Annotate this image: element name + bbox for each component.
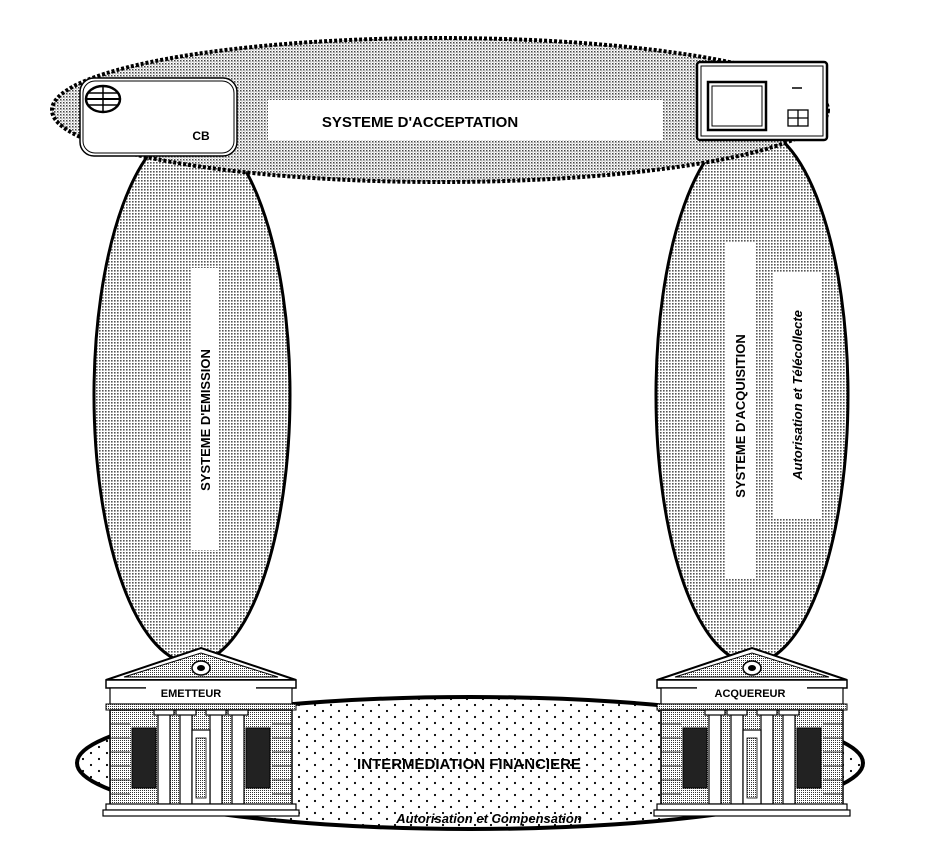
emission-label-box bbox=[191, 268, 219, 550]
chip-icon bbox=[84, 84, 122, 114]
acquirer-bank-icon bbox=[653, 647, 851, 817]
acquisition-sublabel: Autorisation et Télécollecte bbox=[790, 310, 805, 481]
card-brand-label: CB bbox=[192, 129, 210, 143]
issuer-bank-label: EMETTEUR bbox=[161, 688, 222, 700]
acquirer-bank-label: ACQUEREUR bbox=[715, 688, 786, 700]
payment-terminal-icon bbox=[695, 60, 829, 142]
acceptance-label-box bbox=[268, 100, 663, 140]
credit-card-icon: CB bbox=[79, 77, 238, 157]
keypad-icon bbox=[787, 109, 809, 127]
emission-label: SYSTEME D'EMISSION bbox=[198, 349, 213, 491]
acquisition-label-box bbox=[726, 242, 756, 578]
acceptance-label: SYSTEME D'ACCEPTATION bbox=[322, 114, 518, 131]
intermediation-label: INTERMEDIATION FINANCIERE bbox=[357, 756, 581, 773]
intermediation-sublabel: Autorisation et Compensation bbox=[395, 811, 582, 826]
issuer-bank-icon bbox=[102, 647, 300, 817]
acquisition-sublabel-box bbox=[774, 272, 822, 518]
acquisition-label: SYSTEME D'ACQUISITION bbox=[733, 334, 748, 497]
